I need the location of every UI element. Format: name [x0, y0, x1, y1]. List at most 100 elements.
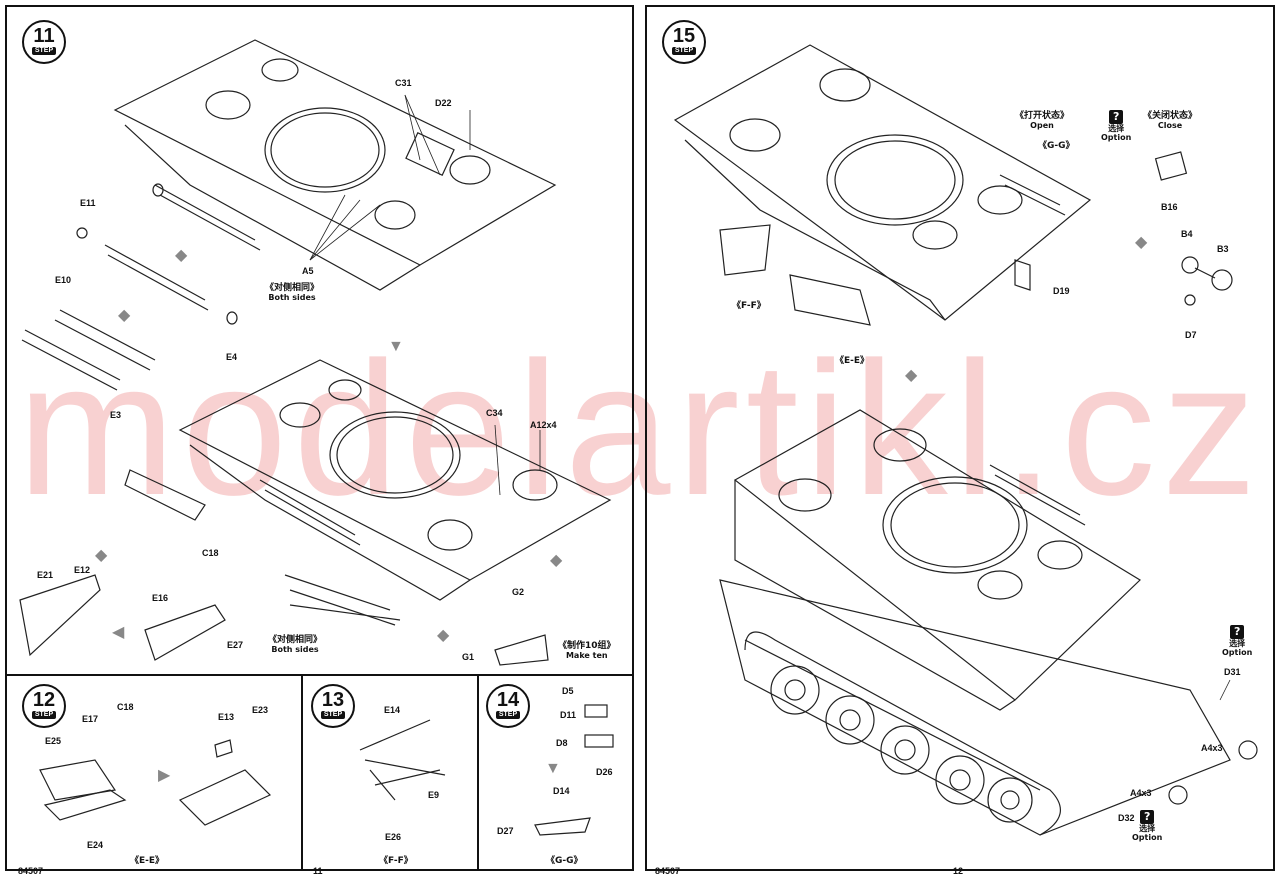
note-en: Both sides: [268, 293, 316, 302]
step-number: 14: [496, 689, 520, 711]
arrow-icon: ◆: [550, 552, 563, 569]
footer-code: 84507: [18, 866, 44, 876]
option-note-top: ? 选择 Option: [1101, 110, 1131, 142]
part-label: E26: [385, 832, 402, 842]
part-label: E14: [384, 705, 401, 715]
part-label: A4x3: [1130, 788, 1152, 798]
option-note-bottom: ? 选择 Option: [1132, 810, 1162, 842]
step14-panel: [477, 674, 634, 871]
part-label: E17: [82, 714, 99, 724]
part-label: E21: [37, 570, 54, 580]
footer-code: 84507: [655, 866, 681, 876]
arrow-icon: ▼: [545, 760, 561, 777]
part-label: D31: [1224, 667, 1241, 677]
part-label: B4: [1181, 229, 1193, 239]
note-en: Close: [1157, 121, 1183, 130]
option-en: Option: [1132, 833, 1163, 842]
part-label: D22: [435, 98, 452, 108]
question-icon: ?: [1109, 110, 1124, 124]
option-cn: 选择: [1139, 824, 1156, 833]
arrow-icon: ◀: [112, 624, 125, 641]
note-en: Open: [1030, 121, 1054, 130]
both-sides-note-top: 《对侧相同》 Both sides: [265, 280, 319, 302]
part-label: C31: [395, 78, 412, 88]
note-cn: 《打开状态》: [1015, 111, 1070, 121]
option-cn: 选择: [1229, 639, 1246, 648]
part-label: E12: [74, 565, 91, 575]
open-state-note: 《打开状态》 Open: [1015, 108, 1069, 130]
step-label: STEP: [496, 711, 520, 719]
note-cn: 《关闭状态》: [1143, 111, 1198, 121]
gg-label: 《G-G》: [1038, 141, 1075, 151]
arrow-icon: ◆: [437, 627, 450, 644]
part-label: E23: [252, 705, 269, 715]
step-number: 13: [321, 689, 345, 711]
part-label: A5: [302, 266, 314, 276]
arrow-icon: ◆: [905, 367, 918, 384]
step13-caption: 《F-F》: [379, 856, 413, 866]
arrow-icon: ◆: [1135, 234, 1148, 251]
note-en: Make ten: [565, 651, 608, 660]
step-13-badge: 13 STEP: [311, 684, 355, 728]
step-12-badge: 12 STEP: [22, 684, 66, 728]
page-number: 11: [313, 866, 323, 876]
part-label: E16: [152, 593, 169, 603]
note-cn: 《制作10组》: [558, 641, 616, 651]
part-label: E11: [80, 198, 96, 208]
part-label: B3: [1217, 244, 1229, 254]
part-label: C18: [202, 548, 219, 558]
part-label: D8: [556, 738, 568, 748]
part-label: E25: [45, 736, 62, 746]
option-en: Option: [1101, 133, 1132, 142]
option-en: Option: [1222, 648, 1253, 657]
step-number: 15: [672, 25, 696, 47]
step-number: 11: [33, 25, 55, 47]
step-11-badge: 11 STEP: [22, 20, 66, 64]
arrow-icon: ◆: [118, 307, 131, 324]
part-label: A12x4: [530, 420, 557, 430]
part-label: E10: [55, 275, 72, 285]
part-label: D19: [1053, 286, 1070, 296]
part-label: E24: [87, 840, 104, 850]
step12-caption: 《E-E》: [130, 856, 165, 866]
question-icon: ?: [1230, 625, 1245, 639]
option-note-right: ? 选择 Option: [1222, 625, 1252, 657]
ff-label: 《F-F》: [732, 301, 766, 311]
note-en: Both sides: [271, 645, 319, 654]
part-label: G1: [462, 652, 475, 662]
step15-panel: [645, 5, 1275, 871]
part-label: E13: [218, 712, 235, 722]
make-ten-note: 《制作10组》 Make ten: [558, 638, 616, 660]
part-label: D11: [560, 710, 577, 720]
part-label: E4: [226, 352, 238, 362]
part-label: D7: [1185, 330, 1197, 340]
part-label: D14: [553, 786, 570, 796]
step-label: STEP: [672, 47, 696, 55]
part-label: A4x3: [1201, 743, 1223, 753]
both-sides-note-bottom: 《对侧相同》 Both sides: [268, 632, 322, 654]
option-cn: 选择: [1108, 124, 1125, 133]
step-15-badge: 15 STEP: [662, 20, 706, 64]
note-cn: 《对侧相同》: [268, 635, 323, 645]
part-label: C34: [486, 408, 503, 418]
arrow-icon: ◆: [95, 547, 108, 564]
arrow-icon: ◆: [175, 247, 188, 264]
step-label: STEP: [32, 47, 56, 55]
part-label: E9: [428, 790, 440, 800]
part-label: G2: [512, 587, 525, 597]
step-14-badge: 14 STEP: [486, 684, 530, 728]
note-cn: 《对侧相同》: [265, 283, 320, 293]
step-number: 12: [32, 689, 56, 711]
step-label: STEP: [32, 711, 56, 719]
part-label: D5: [562, 686, 574, 696]
step14-caption: 《G-G》: [546, 856, 583, 866]
arrow-icon: ▶: [158, 767, 171, 784]
part-label: D32: [1118, 813, 1135, 823]
part-label: E27: [227, 640, 244, 650]
part-label: B16: [1161, 202, 1178, 212]
part-label: E3: [110, 410, 122, 420]
close-state-note: 《关闭状态》 Close: [1143, 108, 1197, 130]
part-label: C18: [117, 702, 134, 712]
arrow-icon: ▼: [388, 338, 404, 355]
